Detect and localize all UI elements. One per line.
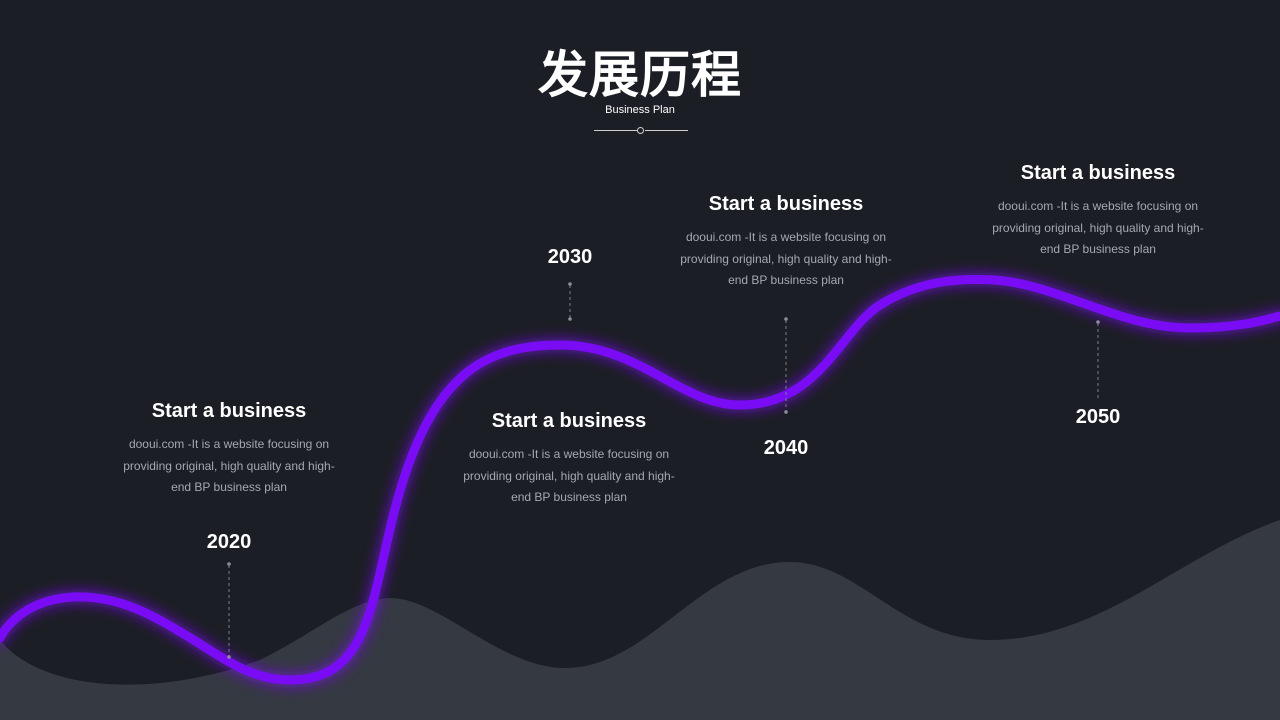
milestone-year-2030: 2030 [547,246,593,268]
milestone-text: dooui.com -It is a website focusing on p… [463,447,675,504]
milestone-2050-card: Start a business dooui.com -It is a webs… [978,160,1218,261]
milestone-heading: Start a business [708,193,864,215]
page-subtitle: Business Plan [605,104,675,116]
milestone-2040-card: Start a business dooui.com -It is a webs… [666,191,906,292]
milestone-2030-card: Start a business dooui.com -It is a webs… [449,408,689,509]
connector-2040 [784,317,788,414]
connector-2050 [1096,320,1100,398]
milestone-text: dooui.com -It is a website focusing on p… [992,199,1204,256]
milestone-heading: Start a business [491,410,647,432]
page-title: 发展历程 [538,46,742,104]
timeline-curve [0,274,1280,685]
milestone-year-2050: 2050 [1075,406,1121,428]
milestone-year-2040: 2040 [763,437,809,459]
milestone-heading: Start a business [1020,162,1176,184]
milestone-2020-card: Start a business dooui.com -It is a webs… [109,398,349,499]
milestone-heading: Start a business [151,400,307,422]
milestone-text: dooui.com -It is a website focusing on p… [680,230,892,287]
milestone-year-2020: 2020 [206,531,252,553]
connector-2030 [568,282,572,321]
connector-2020 [227,562,231,659]
milestone-text: dooui.com -It is a website focusing on p… [123,437,335,494]
title-divider [594,126,688,136]
